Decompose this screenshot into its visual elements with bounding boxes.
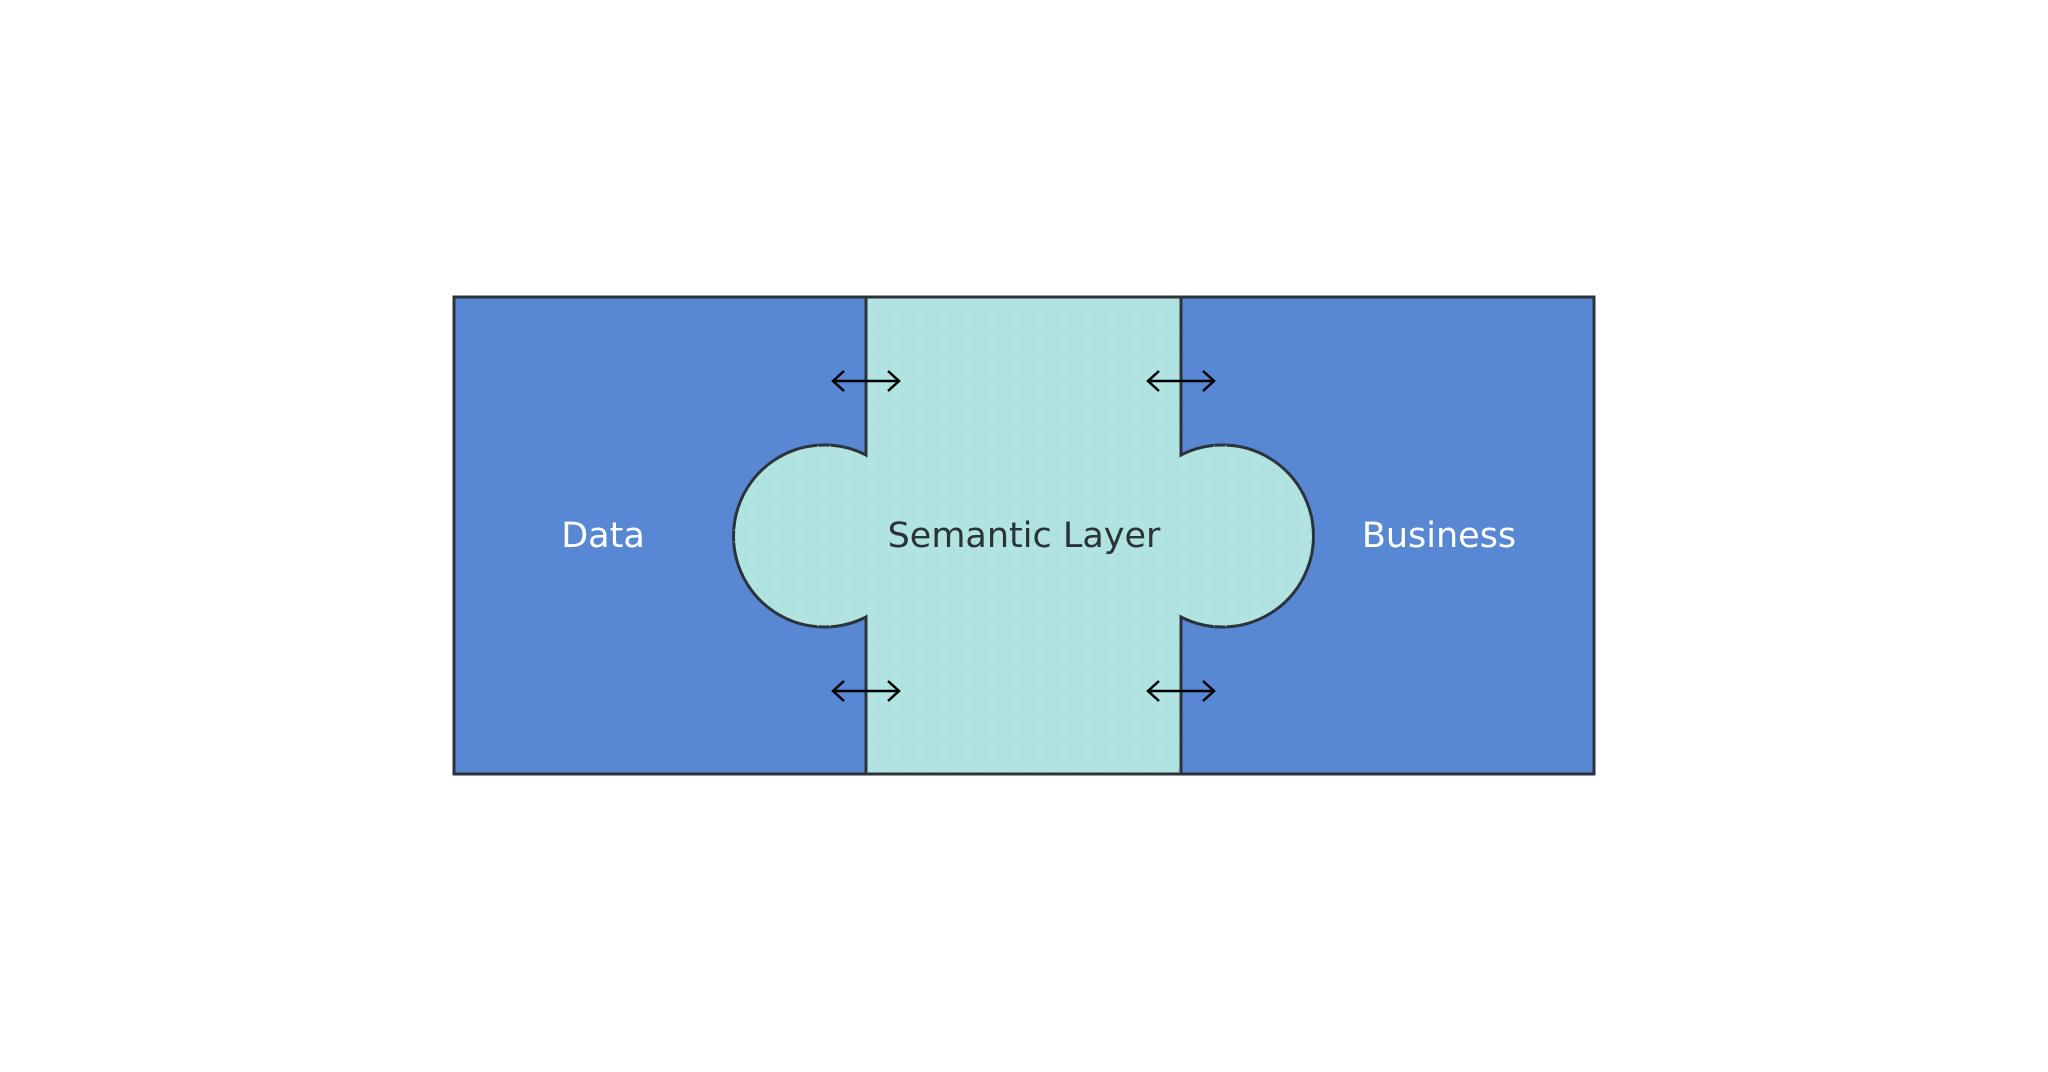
semantic-layer-texture <box>733 297 1314 774</box>
business-label: Business <box>1362 516 1516 556</box>
semantic-layer-label: Semantic Layer <box>888 516 1161 556</box>
outer-frame-border <box>452 295 1596 776</box>
double-arrow-icon <box>831 680 901 702</box>
double-arrow-icon <box>1146 680 1216 702</box>
data-label: Data <box>561 516 645 556</box>
double-arrow-icon <box>831 370 901 392</box>
double-arrow-icon <box>1146 370 1216 392</box>
semantic-layer-block <box>732 295 1315 776</box>
